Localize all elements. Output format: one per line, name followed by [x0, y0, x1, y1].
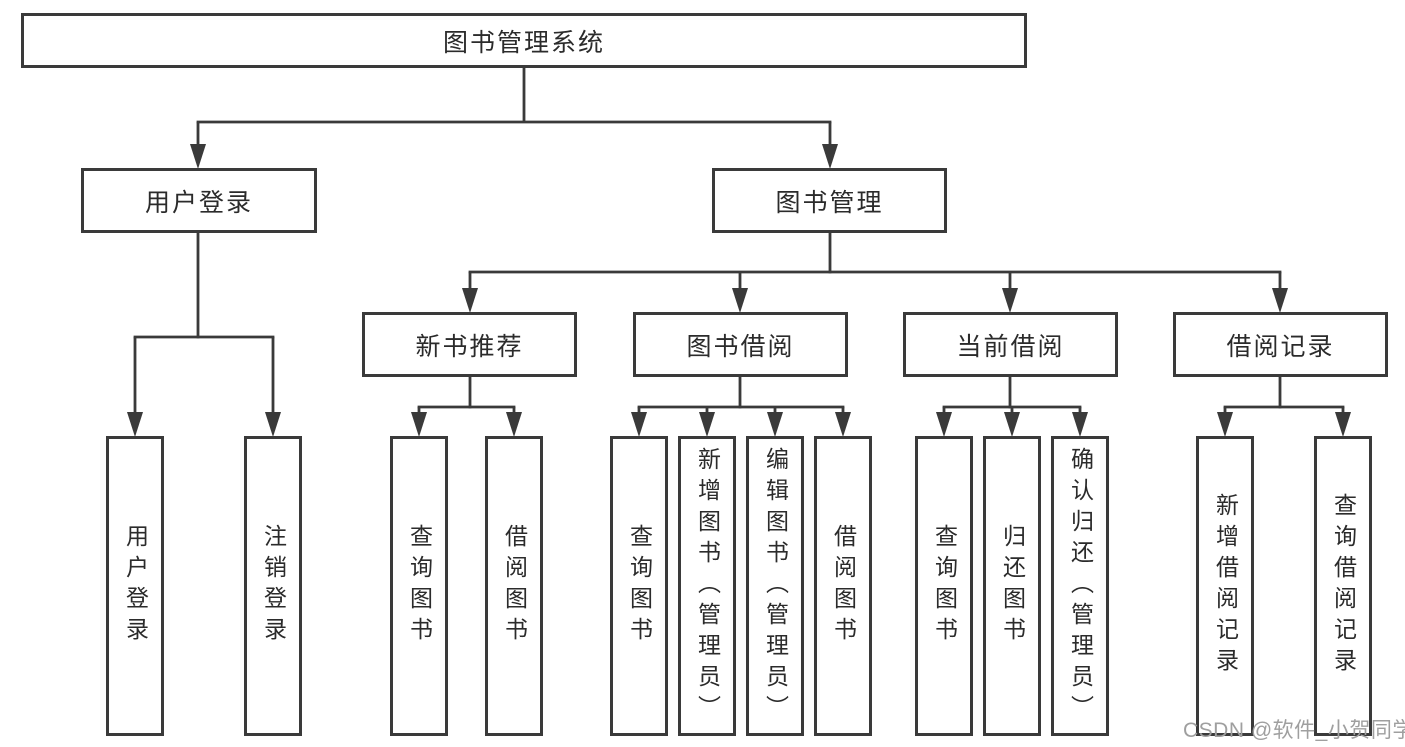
node-label: 借阅图书 [830, 524, 857, 648]
node-library-management-system: 图书管理系统 [21, 13, 1027, 68]
leaf-confirm-return-admin: 确认归还（管理员） [1051, 436, 1109, 736]
node-label: 图书管理系统 [442, 28, 605, 57]
node-label: 当前借阅 [956, 332, 1065, 361]
leaf-logout: 注销登录 [244, 436, 302, 736]
node-label: 查询图书 [931, 524, 958, 648]
leaf-return-books: 归还图书 [983, 436, 1041, 736]
leaf-query-books-recommend: 查询图书 [390, 436, 448, 736]
leaf-borrow-books-recommend: 借阅图书 [485, 436, 543, 736]
node-label: 查询借阅记录 [1330, 493, 1357, 679]
node-book-borrowing: 图书借阅 [633, 312, 848, 377]
node-label: 用户登录 [122, 524, 149, 648]
leaf-edit-books-admin: 编辑图书（管理员） [746, 436, 804, 736]
node-label: 确认归还（管理员） [1067, 446, 1094, 726]
node-label: 注销登录 [260, 524, 287, 648]
leaf-query-books-borrow: 查询图书 [610, 436, 668, 736]
node-label: 借阅图书 [501, 524, 528, 648]
node-label: 查询图书 [406, 524, 433, 648]
leaf-add-books-admin: 新增图书（管理员） [678, 436, 736, 736]
node-current-borrowing: 当前借阅 [903, 312, 1118, 377]
node-label: 查询图书 [626, 524, 653, 648]
node-label: 编辑图书（管理员） [762, 446, 789, 726]
leaf-query-books-current: 查询图书 [915, 436, 973, 736]
leaf-query-borrow-record: 查询借阅记录 [1314, 436, 1372, 736]
node-user-login: 用户登录 [81, 168, 317, 233]
node-label: 用户登录 [144, 188, 253, 217]
leaf-borrow-books: 借阅图书 [814, 436, 872, 736]
node-label: 借阅记录 [1226, 332, 1335, 361]
node-book-management: 图书管理 [712, 168, 947, 233]
node-new-book-recommendation: 新书推荐 [362, 312, 577, 377]
node-label: 图书借阅 [686, 332, 795, 361]
node-label: 图书管理 [775, 188, 884, 217]
node-label: 新增借阅记录 [1212, 493, 1239, 679]
node-label: 新增图书（管理员） [694, 446, 721, 726]
leaf-user-login: 用户登录 [106, 436, 164, 736]
node-borrowing-records: 借阅记录 [1173, 312, 1388, 377]
node-label: 归还图书 [999, 524, 1026, 648]
watermark-text: CSDN @软件_小贺同学 [1183, 719, 1405, 742]
arrow-down-icons [127, 144, 1351, 437]
leaf-add-borrow-record: 新增借阅记录 [1196, 436, 1254, 736]
node-label: 新书推荐 [415, 332, 524, 361]
